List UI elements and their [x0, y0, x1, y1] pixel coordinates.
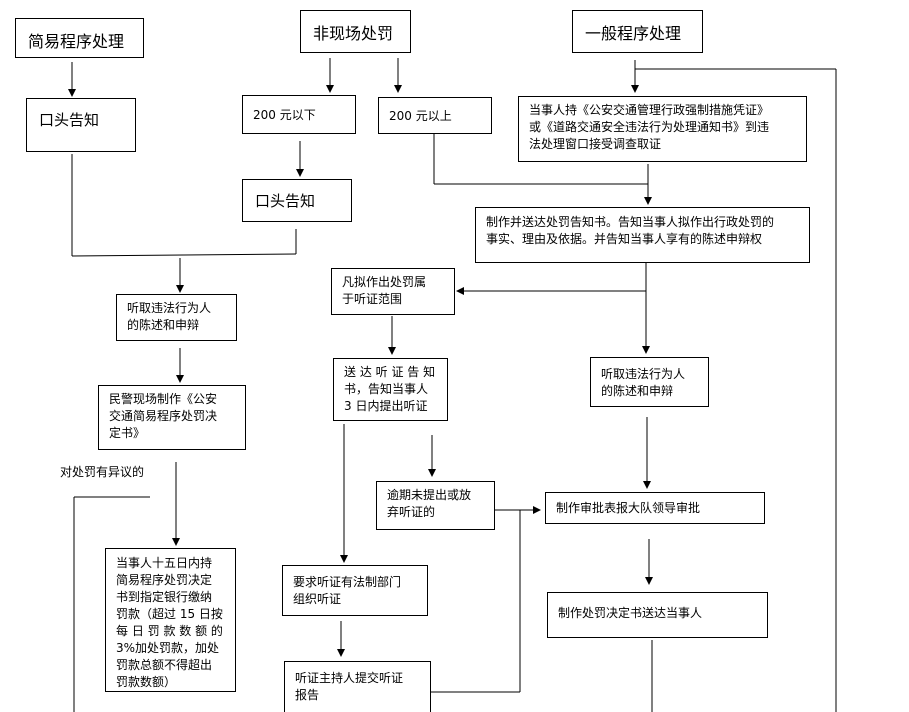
oral-notice-simple-box: 口头告知	[26, 98, 136, 152]
pay-fine-box: 当事人十五日内持 简易程序处罚决定 书到指定银行缴纳 罚款（超过 15 日按 每…	[105, 548, 236, 692]
overdue-waive-box: 逾期未提出或放 弃听证的	[376, 481, 495, 530]
listen-defense-right-box: 听取违法行为人 的陈述和申辩	[590, 357, 709, 407]
oral-notice-offsite-box: 口头告知	[242, 179, 352, 222]
police-simple-decision-box: 民警现场制作《公安 交通简易程序处罚决 定书》	[98, 385, 246, 450]
listen-defense-left-box: 听取违法行为人 的陈述和申辩	[116, 294, 237, 341]
objection-label: 对处罚有异议的	[60, 465, 145, 479]
hearing-scope-box: 凡拟作出处罚属 于听证范围	[331, 268, 455, 315]
request-hearing-box: 要求听证有法制部门 组织听证	[282, 565, 428, 616]
under-200-box: 200 元以下	[242, 95, 356, 134]
offsite-penalty-header: 非现场处罚	[300, 10, 411, 53]
deliver-decision-box: 制作处罚决定书送达当事人	[547, 592, 768, 638]
line-merge-horizontal	[71, 253, 297, 257]
approval-box: 制作审批表报大队领导审批	[545, 492, 765, 524]
deliver-hearing-notice-box: 送 达 听 证 告 知 书，告知当事人 3 日内提出听证	[333, 358, 448, 421]
present-documents-box: 当事人持《公安交通管理行政强制措施凭证》 或《道路交通安全违法行为处理通知书》到…	[518, 96, 807, 162]
over-200-box: 200 元以上	[378, 97, 492, 134]
general-procedure-header: 一般程序处理	[572, 10, 703, 53]
simple-procedure-header: 简易程序处理	[15, 18, 144, 58]
make-penalty-notice-box: 制作并送达处罚告知书。告知当事人拟作出行政处罚的 事实、理由及依据。并告知当事人…	[475, 207, 810, 263]
hearing-report-box: 听证主持人提交听证 报告	[284, 661, 431, 712]
